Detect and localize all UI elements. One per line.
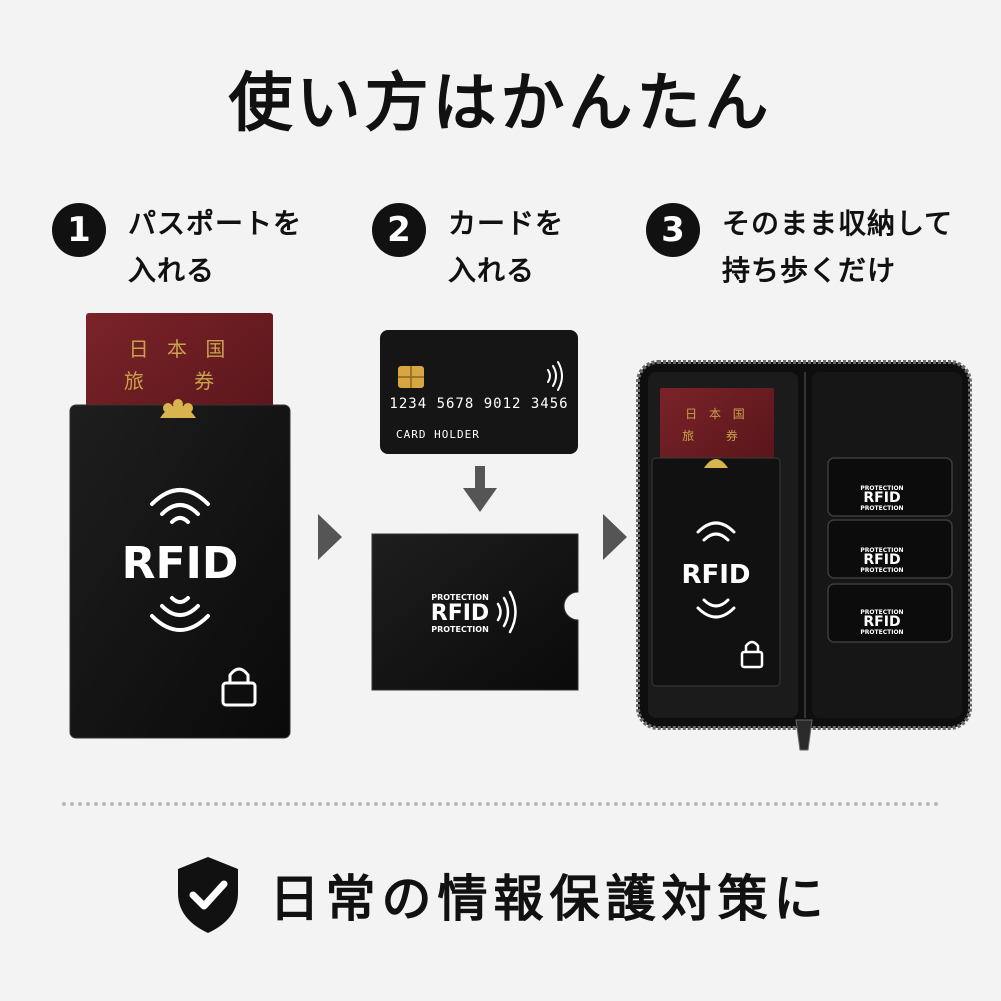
card-sleeve-label: RFID (863, 614, 900, 630)
card-number: 1234 5678 9012 3456 (389, 396, 568, 412)
credit-card: 1234 5678 9012 3456 CARD HOLDER (380, 330, 578, 454)
card-sleeve-top-text: PROTECTION (860, 609, 903, 616)
card-sleeve: PROTECTION RFID PROTECTION (371, 533, 579, 691)
card-sleeve-top-text: PROTECTION (860, 547, 903, 554)
card-sleeve-label: RFID (863, 490, 900, 506)
step-number: 1 (52, 203, 106, 257)
passport-title: 日 本 国 (685, 407, 749, 421)
step-line-1: そのまま収納して (722, 207, 954, 240)
step-3: 3 そのまま収納して 持ち歩くだけ (646, 200, 953, 294)
step-line-2: 持ち歩くだけ (722, 254, 897, 287)
card-holder: CARD HOLDER (396, 428, 480, 441)
step-text: そのまま収納して 持ち歩くだけ (722, 200, 953, 294)
footer-text: 日常の情報保護対策に (269, 870, 830, 928)
sleeve-label: RFID (681, 560, 750, 590)
shield-check-icon (177, 857, 238, 933)
step-line-2: 入れる (128, 254, 216, 287)
passport-subtitle: 旅 券 (124, 369, 236, 393)
wireless-signal-icon (150, 488, 210, 524)
step-text: パスポートを 入れる (128, 200, 302, 294)
step-line-1: カードを (448, 207, 565, 240)
step-line-2: 入れる (448, 254, 536, 287)
wireless-signal-icon (150, 596, 210, 632)
card-sleeve-bottom-text: PROTECTION (860, 629, 903, 636)
page-title: 使い方はかんたん (228, 67, 773, 141)
lock-icon (221, 667, 257, 707)
contactless-icon (547, 361, 563, 391)
card-sleeve-bottom-text: PROTECTION (431, 625, 489, 634)
travel-wallet: 日 本 国 旅 券 RFID PROTECTION RFID PROTECTIO… (636, 360, 972, 751)
wireless-signal-icon (696, 598, 736, 619)
card-slot-1: PROTECTION RFID PROTECTION (827, 457, 953, 517)
triangle-right-icon (603, 514, 627, 560)
footer: 日常の情報保護対策に (0, 840, 1001, 950)
card-sleeve-top-text: PROTECTION (860, 485, 903, 492)
chrysanthemum-emblem-icon (160, 399, 196, 418)
sleeve: RFID (69, 399, 291, 739)
card-sleeve-bottom-text: PROTECTION (860, 505, 903, 512)
step-2: 2 カードを 入れる (372, 200, 564, 294)
down-arrow-icon (463, 466, 497, 512)
card-sleeve-label: RFID (863, 552, 900, 568)
passport-title: 日 本 国 (129, 337, 232, 361)
step-1: 1 パスポートを 入れる (52, 200, 302, 294)
card-slot-2: PROTECTION RFID PROTECTION (827, 519, 953, 579)
sleeve-label: RFID (122, 538, 239, 589)
chrysanthemum-emblem-icon (704, 459, 728, 468)
step-number: 2 (372, 203, 426, 257)
card-sleeve-label: RFID (431, 601, 489, 626)
dotted-divider (62, 802, 939, 806)
step-text: カードを 入れる (448, 200, 564, 294)
wireless-signal-icon (496, 590, 517, 634)
step-line-1: パスポートを (128, 207, 303, 240)
lock-icon (740, 640, 764, 669)
step-number: 3 (646, 203, 700, 257)
card-sleeve-top-text: PROTECTION (431, 593, 489, 602)
passport-subtitle: 旅 券 (682, 428, 752, 443)
card-sleeve-bottom-text: PROTECTION (860, 567, 903, 574)
card-slot-3: PROTECTION RFID PROTECTION (827, 583, 953, 643)
triangle-right-icon (318, 514, 342, 560)
wireless-signal-icon (696, 521, 736, 542)
